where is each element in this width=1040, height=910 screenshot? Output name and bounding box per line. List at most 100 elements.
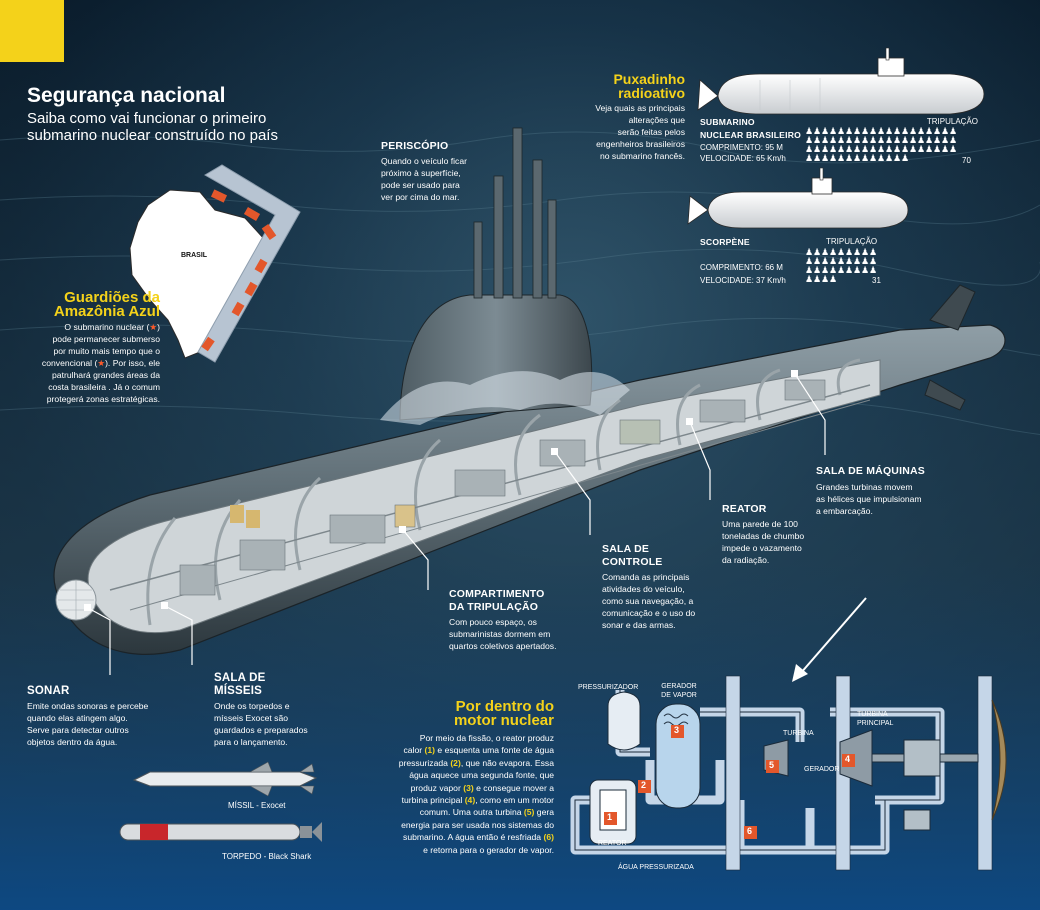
guardioes-line: patrulhará grandes áreas da [52, 370, 160, 380]
crew-person-icon: ♟ [861, 144, 870, 154]
motor-text-segment: e consegue mover a [473, 782, 554, 793]
puxadinho-line: serão feitas pelos [617, 127, 685, 137]
crew-person-icon: ♟ [805, 274, 814, 284]
arrow-head [792, 664, 808, 682]
crew-person-icon: ♟ [909, 135, 918, 145]
crew-person-icon: ♟ [821, 126, 830, 136]
label-turbina-principal: TURBINA PRINCIPAL [857, 710, 893, 728]
puxadinho-line: alterações que [628, 115, 685, 125]
crew-person-icon: ♟ [941, 126, 950, 136]
crew-person-icon: ♟ [821, 247, 830, 257]
crew-person-icon: ♟ [837, 256, 846, 266]
callout-line: atividades do veículo, [602, 584, 685, 594]
crew-person-icon: ♟ [909, 126, 918, 136]
motor-text-line: e retorna para o gerador de vapor. [376, 844, 554, 856]
crew-person-icon: ♟ [837, 153, 846, 163]
guardioes-line: ). Por isso, ele [105, 358, 160, 368]
crew-person-icon: ♟ [853, 153, 862, 163]
submarine-cutaway [53, 127, 1006, 655]
callout-line: Comanda as principais [602, 572, 690, 582]
sub-brasileiro-name-2: NUCLEAR BRASILEIRO [700, 130, 801, 140]
motor-text-line: água aquece uma segunda fonte, que [376, 769, 554, 781]
crew-person-icon: ♟ [813, 144, 822, 154]
motor-heading: Por dentro do motor nuclear [384, 698, 554, 728]
crew-person-icon: ♟ [861, 153, 870, 163]
crew-person-icon: ♟ [933, 135, 942, 145]
callout-label: SALA DE [602, 543, 650, 555]
guardioes-line: protegerá zonas estratégicas. [46, 394, 160, 404]
callout-line: Emite ondas sonoras e percebe [27, 701, 149, 711]
motor-text-line: comum. Uma outra turbina (5) gera [376, 806, 554, 818]
crew-person-icon: ♟ [877, 135, 886, 145]
crew-person-icon: ♟ [845, 265, 854, 275]
motor-text-segment: e retorna para o gerador de vapor. [423, 844, 554, 855]
crew-person-icon: ♟ [805, 135, 814, 145]
crew-person-icon: ♟ [933, 126, 942, 136]
guardioes-block: Guardiões da Amazônia Azul O submarino n… [30, 289, 160, 405]
callout-label: MÍSSEIS [214, 685, 263, 697]
guardioes-heading-1: Guardiões da [64, 289, 160, 306]
callout-line: objetos dentro da água. [27, 737, 118, 747]
scorpene-crew-count: 31 [872, 276, 881, 285]
crew-person-icon: ♟ [845, 144, 854, 154]
scorpene-crew-label: TRIPULAÇÃO [826, 237, 878, 246]
crew-person-icon: ♟ [885, 153, 894, 163]
motor-text-line: produz vapor (3) e consegue mover a [376, 782, 554, 794]
guardioes-line: convencional ( [41, 358, 98, 368]
crew-person-icon: ♟ [925, 144, 934, 154]
crew-person-icon: ♟ [837, 265, 846, 275]
motor-text-line: Por meio da fissão, o reator produz [376, 732, 554, 744]
callout-line: comunicação e o uso do [602, 608, 696, 618]
crew-person-icon: ♟ [869, 256, 878, 266]
crew-person-icon: ♟ [925, 126, 934, 136]
callout-line: Uma parede de 100 [722, 519, 798, 529]
crew-person-icon: ♟ [877, 153, 886, 163]
label-agua-pressurizada: ÁGUA PRESSURIZADA [618, 864, 694, 871]
motor-heading-1: Por dentro do [455, 698, 554, 715]
periscope-line: Quando o veículo ficar [381, 156, 467, 166]
guardioes-heading-2: Amazônia Azul [53, 303, 160, 320]
page-subtitle-line1: Saiba como vai funcionar o primeiro [27, 110, 267, 127]
guardioes-line: pode permanecer submerso [52, 334, 160, 344]
crew-person-icon: ♟ [821, 144, 830, 154]
crew-person-icon: ♟ [805, 247, 814, 257]
crew-person-icon: ♟ [829, 144, 838, 154]
callout-line: toneladas de chumbo [722, 531, 805, 541]
callout-line: Serve para detectar outros [27, 725, 129, 735]
label-line: GERADOR [661, 683, 697, 690]
callout-line: Com pouco espaço, os [449, 617, 537, 627]
crew-person-icon: ♟ [805, 153, 814, 163]
periscope-line: próximo à superfície, [381, 168, 461, 178]
page-subtitle-line2: submarino nuclear construído no país [27, 127, 278, 144]
crew-person-icon: ♟ [901, 153, 910, 163]
callout-label: DA TRIPULAÇÃO [449, 601, 539, 613]
callout-label: COMPARTIMENTO [449, 588, 545, 600]
callout-label: SALA DE [214, 672, 266, 684]
crew-person-icon: ♟ [821, 153, 830, 163]
crew-person-icon: ♟ [837, 126, 846, 136]
map-country-label: BRASIL [181, 252, 208, 259]
motor-text-segment: turbina principal [401, 795, 465, 806]
crew-person-icon: ♟ [893, 126, 902, 136]
crew-person-icon: ♟ [853, 256, 862, 266]
crew-person-icon: ♟ [901, 144, 910, 154]
periscope-callout: PERISCÓPIO Quando o veículo ficar próxim… [381, 140, 501, 203]
callout-line: mísseis Exocet são [214, 713, 289, 723]
crew-person-icon: ♟ [821, 265, 830, 275]
crew-person-icon: ♟ [861, 256, 870, 266]
crew-person-icon: ♟ [893, 153, 902, 163]
sub-brasileiro-speed: VELOCIDADE: 65 Km/h [700, 154, 786, 163]
sub-scorpene-profile [687, 167, 909, 229]
crew-person-icon: ♟ [813, 126, 822, 136]
sub-brasileiro-crew-icons: ♟♟♟♟♟♟♟♟♟♟♟♟♟♟♟♟♟♟♟♟♟♟♟♟♟♟♟♟♟♟♟♟♟♟♟♟♟♟♟♟… [805, 127, 965, 163]
callout-line: sonar e das armas. [602, 620, 676, 630]
puxadinho-line: no submarino francês. [599, 151, 685, 161]
scorpene-crew-icons: ♟♟♟♟♟♟♟♟♟♟♟♟♟♟♟♟♟♟♟♟♟♟♟♟♟♟♟♟♟♟♟ [805, 248, 885, 284]
crew-person-icon: ♟ [805, 265, 814, 275]
callout-label: CONTROLE [602, 556, 663, 568]
crew-person-icon: ♟ [837, 247, 846, 257]
callout-markers [84, 370, 798, 611]
sub-brasileiro-length: COMPRIMENTO: 95 M [700, 143, 783, 152]
motor-text-line: pressurizada (2), que não evapora. Essa [376, 757, 554, 769]
